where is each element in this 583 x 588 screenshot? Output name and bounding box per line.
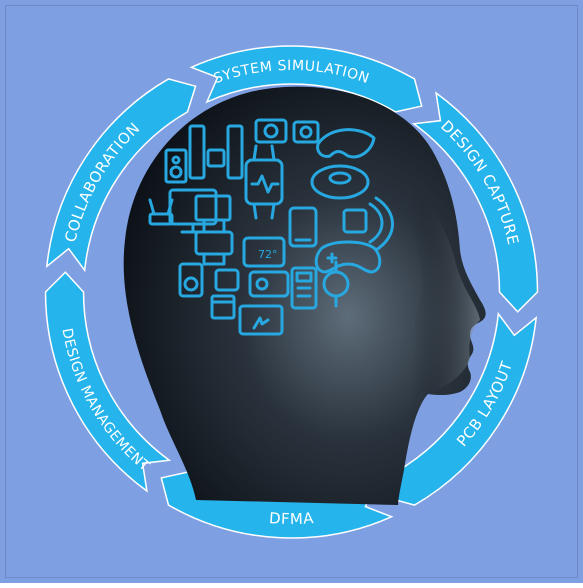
speaker-icon [164, 148, 188, 184]
robot-vacuum-icon [310, 164, 370, 200]
brain-icon-cluster: 72° [148, 118, 394, 336]
tablet-icon [288, 206, 318, 248]
contactless-card-icon [342, 196, 394, 252]
dishwasher-icon [210, 294, 236, 320]
router-icon [148, 198, 174, 226]
ring-segment-label: DFMA [269, 509, 315, 528]
ring-segment [45, 78, 197, 273]
game-controller-icon [314, 240, 382, 274]
wearable-band-icon [322, 260, 350, 308]
handheld-device-icon [214, 268, 290, 298]
frame-border [5, 5, 578, 578]
touchscreen-icon [238, 304, 284, 336]
face-highlight [330, 160, 480, 500]
calculator-icon [290, 266, 318, 310]
camera-icon [254, 118, 320, 144]
thermostat-icon: 72° [242, 236, 286, 268]
smartwatch-icon [244, 144, 284, 220]
ring-segment [189, 45, 423, 113]
media-player-icon [178, 262, 204, 298]
thermostat-reading: 72° [258, 248, 278, 261]
vr-headset-icon [316, 128, 376, 159]
ring-segment [411, 91, 539, 313]
audio-system-icon [188, 124, 244, 180]
printer-icon [194, 218, 234, 266]
ring-segment [44, 271, 172, 493]
